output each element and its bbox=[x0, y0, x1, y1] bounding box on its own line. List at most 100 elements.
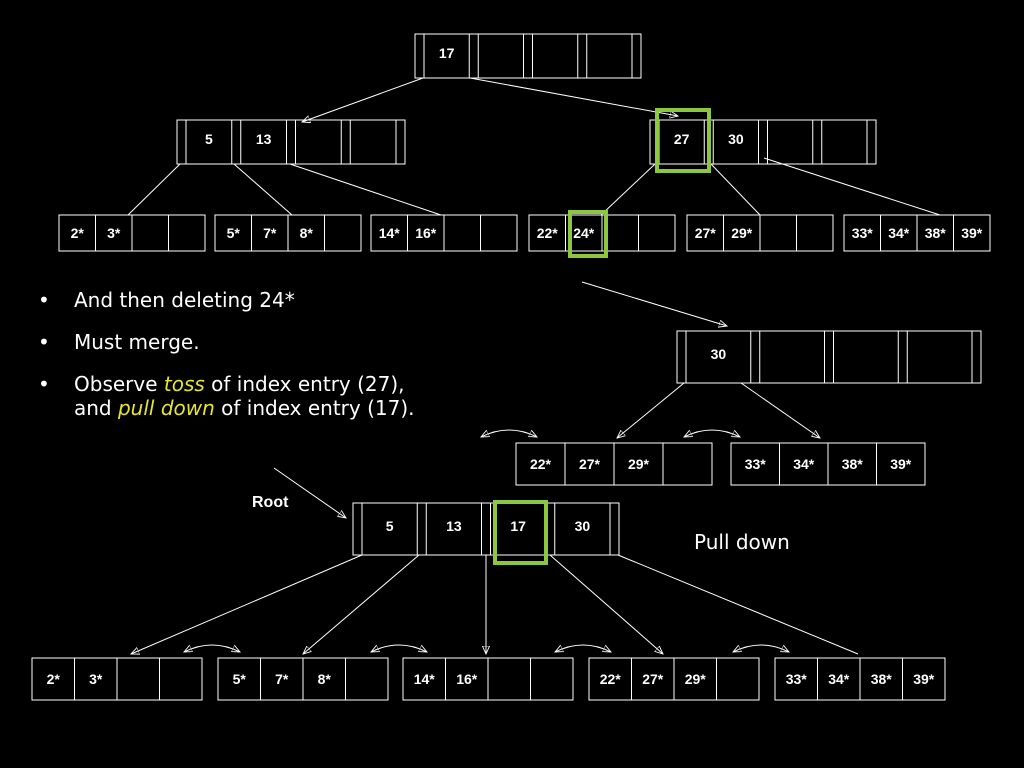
bullet-text-c: and bbox=[74, 396, 118, 420]
before-leaf-6: 33* 34* 38* 39* bbox=[843, 214, 991, 252]
before-leaf-4: 22* 24* bbox=[528, 214, 676, 252]
index-key: 17 bbox=[439, 45, 455, 61]
leaf-key: 8* bbox=[300, 225, 314, 241]
connector-layer bbox=[127, 77, 941, 655]
after-sibling-2 bbox=[371, 645, 427, 652]
bullet-item-2: • Must merge. bbox=[38, 330, 478, 354]
index-key: 27 bbox=[674, 131, 690, 147]
bullet-item-1: • And then deleting 24* bbox=[38, 288, 478, 312]
leaf-key: 33* bbox=[852, 225, 874, 241]
node-outline bbox=[176, 119, 406, 165]
index-key: 13 bbox=[256, 131, 272, 147]
leaf-key: 27* bbox=[642, 671, 664, 687]
index-key: 30 bbox=[728, 131, 744, 147]
leaf-key: 33* bbox=[745, 456, 767, 472]
root-label: Root bbox=[252, 494, 289, 511]
leaf-key: 3* bbox=[89, 671, 103, 687]
leaf-key: 3* bbox=[107, 225, 121, 241]
after-sibling-3 bbox=[555, 645, 611, 652]
after-leaf-1: 2* 3* bbox=[31, 657, 203, 701]
leaf-key: 39* bbox=[913, 671, 935, 687]
leaf-key: 27* bbox=[579, 456, 601, 472]
leaf-key: 16* bbox=[415, 225, 437, 241]
bullet-text: Must merge. bbox=[74, 330, 200, 354]
intermediate-leaf-2: 33* 34* 38* 39* bbox=[730, 442, 926, 486]
leaf-key: 27* bbox=[695, 225, 717, 241]
leaf-key: 33* bbox=[786, 671, 808, 687]
before-internal-right: 27 30 bbox=[649, 119, 877, 165]
highlight-index-27 bbox=[655, 108, 711, 173]
after-root-to-leaf1 bbox=[131, 554, 363, 654]
index-key: 30 bbox=[575, 518, 591, 534]
left-to-leaf2 bbox=[233, 163, 293, 216]
bullet-item-3: • Observe toss of index entry (27), and … bbox=[38, 372, 478, 420]
intermediate-to-leaf1 bbox=[617, 382, 685, 438]
right-to-leaf5 bbox=[710, 163, 761, 216]
node-outline bbox=[414, 33, 642, 79]
after-leaf-4: 22* 27* 29* bbox=[588, 657, 760, 701]
leaf-key: 14* bbox=[414, 671, 436, 687]
bullet-text: And then deleting 24* bbox=[74, 288, 295, 312]
highlight-key-24 bbox=[568, 210, 608, 258]
after-leaf-5: 33* 34* 38* 39* bbox=[774, 657, 946, 701]
root-label-arrow bbox=[273, 467, 346, 518]
node-outline bbox=[352, 502, 620, 556]
leaf-key: 38* bbox=[871, 671, 893, 687]
leaf-key: 5* bbox=[227, 225, 241, 241]
before-root-node: 17 bbox=[414, 33, 642, 79]
bullet-list: • And then deleting 24* • Must merge. • … bbox=[38, 288, 478, 438]
after-root-to-leaf5 bbox=[617, 554, 859, 655]
transition-arrow bbox=[581, 281, 727, 326]
leaf-key: 8* bbox=[318, 671, 332, 687]
intermediate-to-leaf2 bbox=[740, 382, 820, 438]
leaf-key: 7* bbox=[275, 671, 289, 687]
after-sibling-1 bbox=[184, 645, 240, 652]
leaf-key: 38* bbox=[842, 456, 864, 472]
root-to-right-arrow bbox=[469, 77, 678, 116]
leaf-key: 39* bbox=[890, 456, 912, 472]
right-to-leaf4 bbox=[600, 163, 656, 216]
index-key: 17 bbox=[510, 518, 526, 534]
node-outline bbox=[649, 119, 877, 165]
emphasis-toss: toss bbox=[163, 372, 205, 396]
index-key: 5 bbox=[205, 131, 213, 147]
intermediate-sibling-left bbox=[481, 430, 537, 437]
leaf-key: 14* bbox=[379, 225, 401, 241]
bullet-dot: • bbox=[38, 372, 50, 396]
root-to-left-arrow bbox=[302, 77, 424, 122]
leaf-key: 22* bbox=[537, 225, 559, 241]
leaf-key: 2* bbox=[47, 671, 61, 687]
intermediate-sibling-right bbox=[684, 430, 740, 437]
after-root-to-leaf2 bbox=[303, 554, 420, 654]
leaf-key: 39* bbox=[961, 225, 983, 241]
leaf-key: 38* bbox=[925, 225, 947, 241]
leaf-key: 22* bbox=[530, 456, 552, 472]
leaf-key: 34* bbox=[828, 671, 850, 687]
leaf-key: 29* bbox=[628, 456, 650, 472]
leaf-key: 24* bbox=[573, 225, 595, 241]
bullet-text-a: Observe bbox=[74, 372, 164, 396]
after-leaf-3: 14*16* bbox=[402, 657, 574, 701]
leaf-key: 34* bbox=[888, 225, 910, 241]
leaf-key: 34* bbox=[793, 456, 815, 472]
before-leaf-2: 5*7*8* bbox=[214, 214, 362, 252]
bullet-text-b: of index entry (27), bbox=[204, 372, 405, 396]
index-key: 30 bbox=[711, 346, 727, 362]
intermediate-node: 30 bbox=[676, 330, 982, 384]
right-to-leaf6 bbox=[763, 157, 941, 216]
leaf-key: 29* bbox=[685, 671, 707, 687]
before-leaf-3: 14* 16* bbox=[370, 214, 518, 252]
after-root-to-leaf4 bbox=[549, 554, 663, 654]
leaf-key: 22* bbox=[600, 671, 622, 687]
index-key: 13 bbox=[446, 518, 462, 534]
before-leaf-1: 2*3* bbox=[58, 214, 206, 252]
bullet-text-d: of index entry (17). bbox=[214, 396, 415, 420]
bullet-dot: • bbox=[38, 330, 50, 354]
after-sibling-4 bbox=[733, 645, 789, 652]
after-leaf-2: 5*7*8* bbox=[217, 657, 389, 701]
intermediate-leaf-1: 22* 27* 29* bbox=[515, 442, 713, 486]
highlight-layer bbox=[493, 108, 711, 565]
